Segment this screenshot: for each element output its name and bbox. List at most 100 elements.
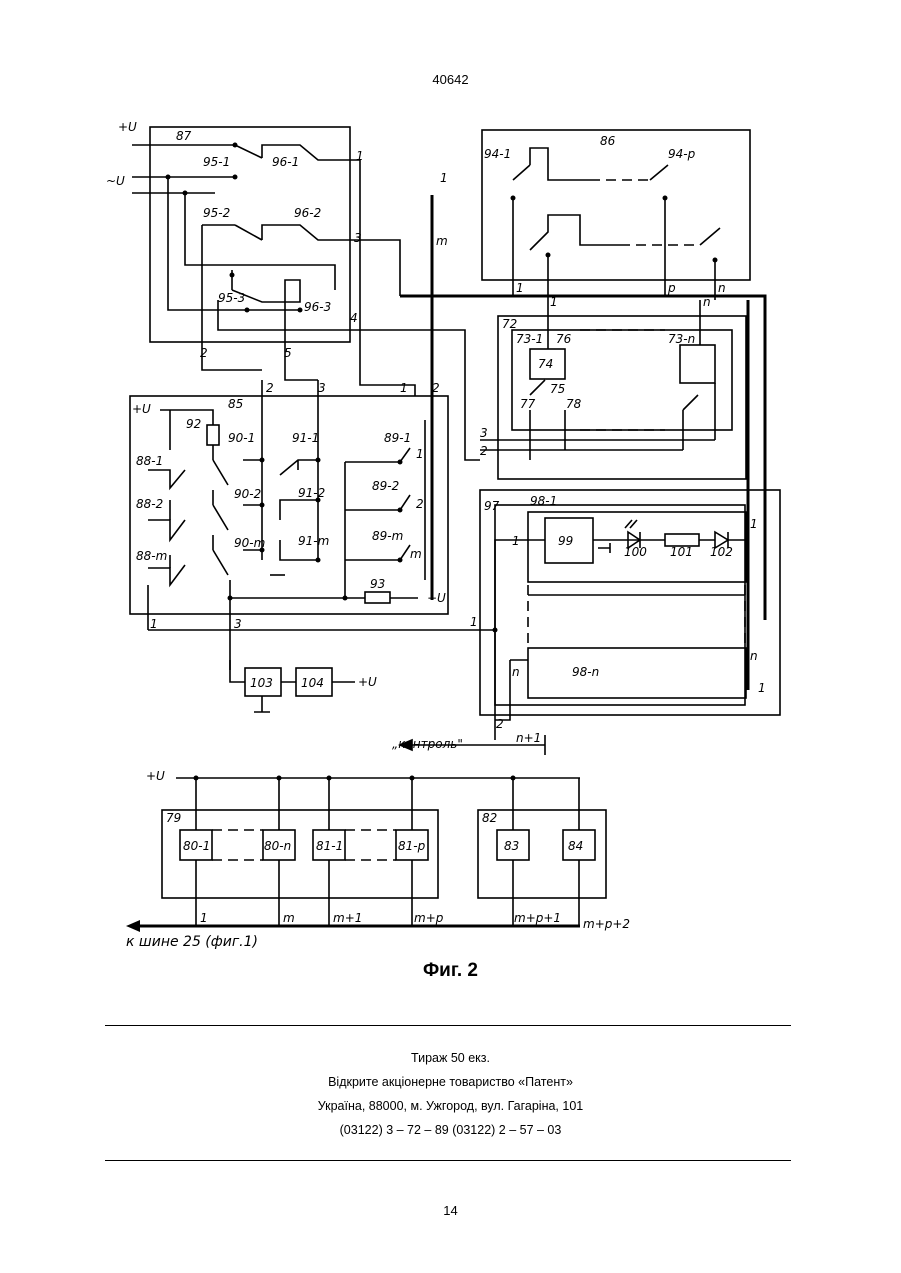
terminal-87-2: 2 — [200, 346, 208, 360]
diode-102: 102 — [710, 545, 733, 559]
contact-91-2: 91-2 — [298, 486, 325, 500]
unit-83: 83 — [504, 839, 519, 853]
terminal-85-out1: 1 — [150, 617, 158, 631]
main-bus: m 1 — [350, 160, 765, 690]
block-86-label: 86 — [600, 134, 616, 148]
terminal-97-2: 2 — [496, 717, 504, 731]
unit-104: 104 — [301, 676, 324, 690]
contact-89-2: 89-2 — [372, 479, 399, 493]
diode-100: 100 — [624, 545, 647, 559]
unit-80-n: 80-n — [264, 839, 291, 853]
terminal-85-1: 1 — [400, 381, 408, 395]
terminal-89-m: m — [410, 547, 422, 561]
contact-91-m: 91-m — [298, 534, 329, 548]
contact-95-3: 95-3 — [218, 291, 245, 305]
unit-99: 99 — [558, 534, 573, 548]
figure-caption: Фиг. 2 — [0, 960, 901, 982]
terminal-97-n: n — [512, 665, 520, 679]
block-87-label: 87 — [176, 129, 192, 143]
block-82-label: 82 — [482, 811, 497, 825]
contact-96-1: 96-1 — [272, 155, 299, 169]
terminal-86-1: 1 — [516, 281, 524, 295]
contact-94-p: 94-p — [668, 147, 696, 161]
terminal-85-out3: 3 — [234, 617, 242, 631]
terminal-72-1: 1 — [550, 295, 558, 309]
block-85: 85 +U 92 88-1 88-2 88-m 90-1 90-2 90-m 9… — [130, 345, 495, 660]
contact-95-2: 95-2 — [203, 206, 230, 220]
bottom-terminal-mp2: m+p+2 — [583, 917, 630, 931]
bus-label: к шине 25 (фиг.1) — [126, 934, 258, 950]
relay-73-1: 73-1 — [516, 332, 543, 346]
block-79-label: 79 — [166, 811, 181, 825]
contact-88-2: 88-2 — [136, 497, 163, 511]
contact-76: 76 — [556, 332, 572, 346]
bus-label-1: 1 — [440, 171, 448, 185]
document-number: 40642 — [0, 72, 901, 87]
terminal-85-2b: 2 — [432, 381, 440, 395]
block-97: 97 98-1 99 100 101 102 1 1 98-n n n 1 1 … — [392, 490, 780, 755]
block-103-104: 103 104 +U — [230, 660, 377, 712]
contact-88-1: 88-1 — [136, 454, 163, 468]
terminal-72-3: 3 — [480, 426, 488, 440]
resistor-101: 101 — [670, 545, 693, 559]
terminal-85-3: 3 — [318, 381, 326, 395]
contact-90-m: 90-m — [234, 536, 265, 550]
bottom-terminal-m: m — [283, 911, 295, 925]
supply-minus-label: −U — [427, 591, 446, 605]
bottom-divider — [105, 1160, 791, 1161]
block-72: 72 73-1 76 74 75 77 78 73-n 3 2 1 n — [480, 295, 746, 479]
block-85-label: 85 — [228, 397, 243, 411]
imprint-address: Україна, 88000, м. Ужгород, вул. Гагарін… — [0, 1094, 901, 1118]
contact-89-m: 89-m — [372, 529, 403, 543]
supply-85-label: +U — [132, 402, 151, 416]
unit-74: 74 — [538, 357, 553, 371]
terminal-89-1: 1 — [416, 447, 424, 461]
supply-u-plus-label: +U — [118, 120, 137, 134]
bottom-terminal-1: 1 — [200, 911, 208, 925]
bottom-terminal-mp1: m+p+1 — [514, 911, 561, 925]
block-72-label: 72 — [502, 317, 517, 331]
terminal-97-n1: n+1 — [516, 731, 541, 745]
bottom-terminal-m1: m+1 — [333, 911, 362, 925]
supply-bottom-label: +U — [146, 769, 165, 783]
contact-96-2: 96-2 — [294, 206, 321, 220]
row-98-1: 98-1 — [530, 494, 557, 508]
terminal-86-n: n — [718, 281, 726, 295]
resistor-92: 92 — [186, 417, 201, 431]
page-number: 14 — [0, 1203, 901, 1218]
row-98-n: 98-n — [572, 665, 599, 679]
block-79-82: +U 79 82 80-1 80-n 81-1 81-p 83 84 1 m m… — [126, 769, 630, 950]
block-97-label: 97 — [484, 499, 500, 513]
terminal-1c: 1 — [470, 615, 478, 629]
contact-88-m: 88-m — [136, 549, 167, 563]
block-86: 86 94-1 94-p 1 p n — [482, 130, 750, 310]
unit-103: 103 — [250, 676, 273, 690]
contact-94-1: 94-1 — [484, 147, 511, 161]
circuit-schematic: 87 +U ~U 95-1 96-1 1 95-2 96-2 3 95-3 96… — [100, 100, 800, 960]
contact-91-1: 91-1 — [292, 431, 319, 445]
unit-81-1: 81-1 — [316, 839, 343, 853]
terminal-97-1r: 1 — [750, 517, 758, 531]
imprint-circulation: Тираж 50 екз. — [0, 1046, 901, 1070]
terminal-97-1b: 1 — [758, 681, 766, 695]
supply-ac-label: ~U — [106, 174, 125, 188]
relay-73-n: 73-n — [668, 332, 695, 346]
terminal-97-1: 1 — [512, 534, 520, 548]
imprint-block: Тираж 50 екз. Відкрите акціонерне товари… — [0, 1046, 901, 1142]
contact-90-2: 90-2 — [234, 487, 261, 501]
contact-75: 75 — [550, 382, 565, 396]
unit-84: 84 — [568, 839, 583, 853]
contact-89-1: 89-1 — [384, 431, 411, 445]
contact-95-1: 95-1 — [203, 155, 230, 169]
terminal-72-2: 2 — [480, 444, 488, 458]
terminal-89-2: 2 — [416, 497, 424, 511]
imprint-phones: (03122) 3 – 72 – 89 (03122) 2 – 57 – 03 — [0, 1118, 901, 1142]
supply-103-label: +U — [358, 675, 377, 689]
contact-77: 77 — [520, 397, 536, 411]
block-87: 87 +U ~U 95-1 96-1 1 95-2 96-2 3 95-3 96… — [106, 120, 364, 360]
resistor-93: 93 — [370, 577, 385, 591]
terminal-97-nr: n — [750, 649, 758, 663]
contact-78: 78 — [566, 397, 582, 411]
contact-96-3: 96-3 — [304, 300, 331, 314]
control-label: „контроль" — [392, 737, 463, 751]
